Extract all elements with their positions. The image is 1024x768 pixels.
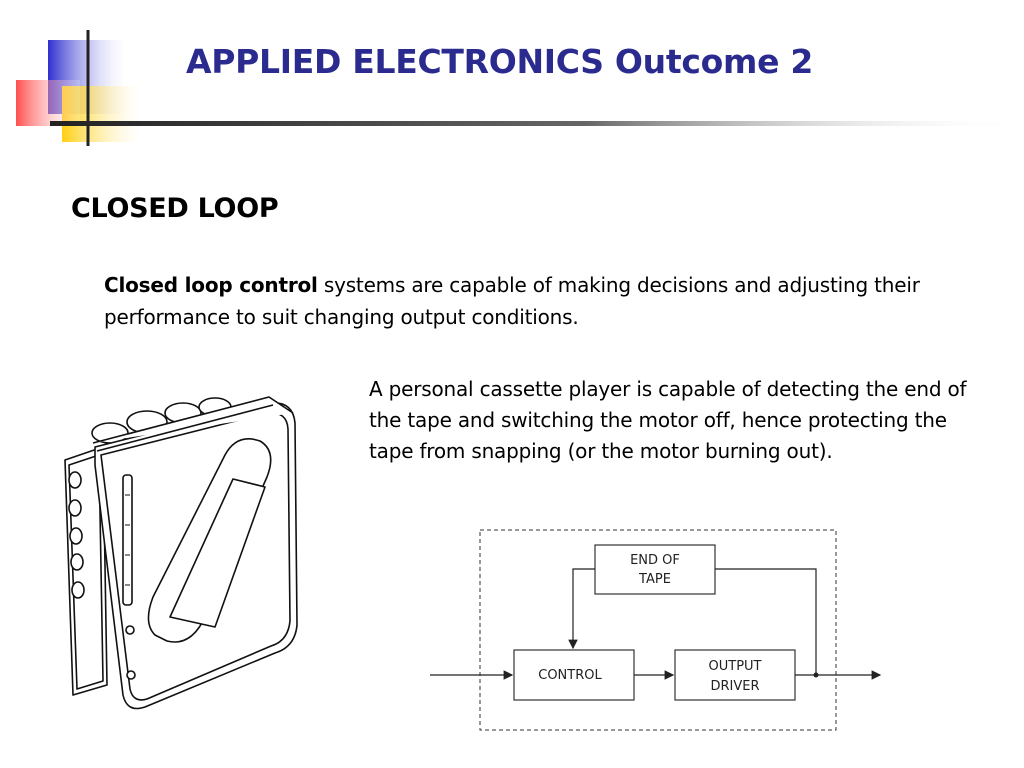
block-control: CONTROL [513,649,635,701]
intro-text: systems are capable of making decisions … [104,273,920,329]
description-paragraph: A personal cassette player is capable of… [369,377,967,463]
slide-title: APPLIED ELECTRONICS Outcome 2 [186,42,814,81]
control-label: CONTROL [538,668,602,683]
block-output-driver: OUTPUT DRIVER [674,649,796,701]
feedback-down-arrow [568,568,595,650]
title-decoration [16,30,1024,146]
end-of-tape-label-2: TAPE [638,572,671,587]
junction-dot [813,672,819,678]
block-end-of-tape: END OF TAPE [594,544,716,595]
feedback-up-line [715,568,817,675]
intro-paragraph: Closed loop control systems are capable … [104,269,924,333]
output-driver-label-2: DRIVER [710,679,759,694]
output-driver-label-1: OUTPUT [709,659,762,674]
section-heading: CLOSED LOOP [71,193,279,224]
end-of-tape-label-1: END OF [630,553,680,568]
deco-red-square [16,80,80,126]
cassette-player-illustration [64,396,298,710]
closed-loop-block-diagram: END OF TAPE CONTROL OUTPUT DRIVER [430,529,882,731]
dashed-boundary [479,529,837,731]
title-rule [50,121,1024,126]
intro-bold-term: Closed loop control [104,273,318,297]
